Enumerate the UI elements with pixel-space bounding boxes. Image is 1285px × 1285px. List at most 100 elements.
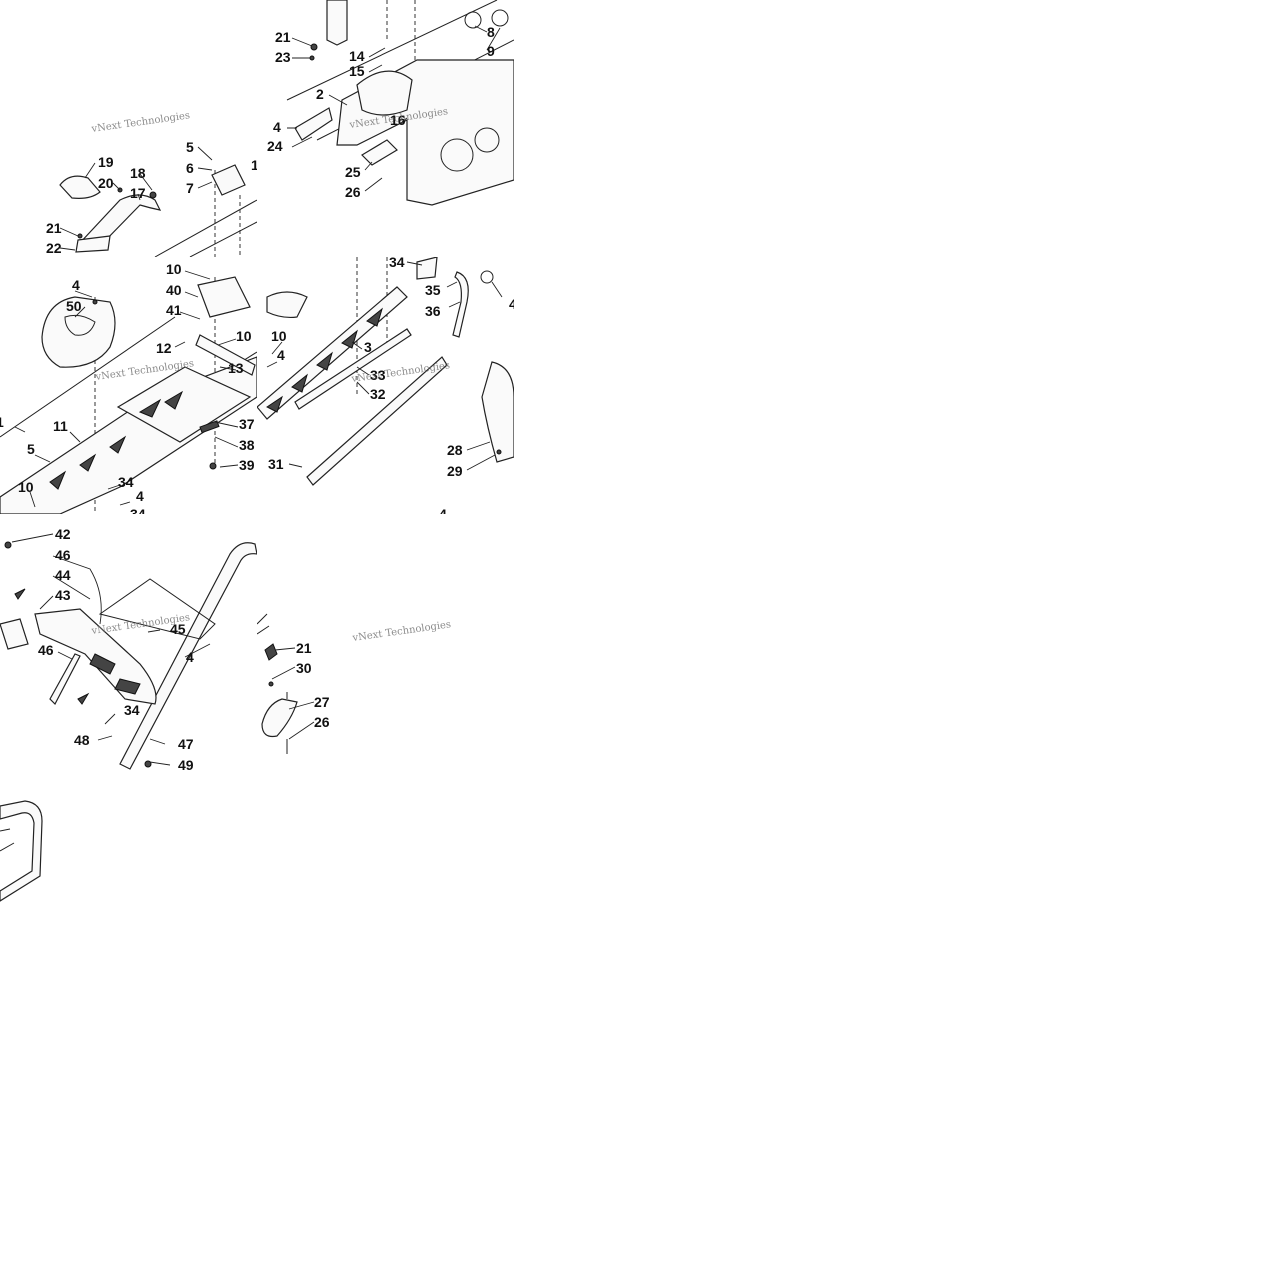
callout-label: 34	[124, 702, 140, 718]
callout-label: 4	[509, 296, 514, 312]
callout-leaders	[59, 146, 213, 251]
callout-label: 31	[268, 456, 284, 472]
end-cap-part	[59, 175, 101, 199]
callout-label: 16	[390, 112, 406, 128]
callout-label: 10	[271, 328, 287, 344]
callout-label: 39	[239, 457, 255, 473]
frame-line	[154, 199, 257, 257]
callout-leaders	[271, 647, 315, 740]
runner-plate-part	[481, 361, 514, 463]
callout-label: 6	[186, 160, 194, 176]
callout-label: 35	[425, 282, 441, 298]
tile-bottom-left: 42 46 44 43 45 46 4 34 48 47 49 vNext Te…	[0, 514, 257, 771]
callout-leaders	[11, 533, 211, 766]
callout-label: 25	[345, 164, 361, 180]
tile-top-right: 21 23 14 15 2 4 24 16 25 26 8 9 vNext Te…	[257, 0, 514, 257]
side-bracket-part	[294, 107, 333, 141]
callout-label: 4	[136, 488, 144, 504]
callout-label: 38	[239, 437, 255, 453]
bulkhead-part	[356, 70, 413, 116]
callout-label: 40	[166, 282, 182, 298]
rear-bumper-part	[326, 0, 348, 46]
callout-label: 12	[156, 340, 172, 356]
washer-part	[480, 270, 494, 284]
callout-leaders	[287, 25, 501, 192]
fastener-part	[144, 760, 152, 768]
screw-part	[268, 681, 274, 687]
callout-label: 42	[55, 526, 71, 542]
strap-part	[49, 653, 81, 706]
callout-label: 4	[72, 277, 80, 293]
callout-label: 14	[349, 48, 365, 64]
tile-top-right-drawing: 21 23 14 15 2 4 24 16 25 26 8 9 vNext Te…	[267, 0, 514, 206]
callout-label: 32	[370, 386, 386, 402]
callout-label: 29	[447, 463, 463, 479]
callout-label: 43	[55, 587, 71, 603]
fastener-part	[209, 462, 217, 470]
bumper-detail	[0, 828, 15, 852]
callout-label: 28	[447, 442, 463, 458]
callout-label: 34	[130, 506, 146, 514]
callout-label: 47	[178, 736, 194, 752]
center-line	[386, 0, 416, 115]
frame-edge	[257, 613, 270, 635]
callout-label: 24	[267, 138, 283, 154]
callout-label: 49	[178, 757, 194, 771]
tile-top-left-drawing: 19 20 18 17 21 22 5 6 7 1 vNext Technolo…	[46, 110, 257, 257]
callout-label: 46	[38, 642, 54, 658]
nut-part	[310, 43, 318, 51]
callout-label: 45	[170, 621, 186, 637]
callout-label: 17	[130, 185, 146, 201]
callout-label: 33	[370, 367, 386, 383]
callout-label: 44	[55, 567, 71, 583]
rear-rail-part	[119, 542, 257, 770]
bumper-corner-part	[0, 800, 43, 902]
callout-label: 21	[46, 220, 62, 236]
watermark: vNext Technologies	[351, 619, 452, 644]
callout-label: 4	[439, 506, 447, 514]
nut-part	[149, 191, 157, 199]
handle-part	[76, 194, 162, 247]
handle-base-part	[75, 235, 111, 253]
callout-label: 34	[118, 474, 134, 490]
rail-cutouts	[266, 307, 383, 413]
tile-middle-right: 34 35 36 4 10 4 3 33 32 31 28 29 4 vNext…	[257, 257, 514, 514]
tile-middle-left-drawing: 10 40 4 50 41 12 10 13 1 11 5 37 38 39 3…	[0, 261, 257, 514]
clip-part	[199, 420, 220, 434]
tile-middle-right-drawing: 34 35 36 4 10 4 3 33 32 31 28 29 4 vNext…	[257, 257, 514, 514]
callout-label: 7	[186, 180, 194, 196]
callout-label: 36	[425, 303, 441, 319]
callout-label: 2	[316, 86, 324, 102]
callout-label: 3	[364, 339, 372, 355]
step-plate-part	[261, 698, 298, 738]
fastener-part	[496, 449, 502, 455]
tile-bottom-left-drawing: 42 46 44 43 45 46 4 34 48 47 49 vNext Te…	[0, 526, 257, 771]
mount-bracket-part	[197, 276, 251, 318]
callout-label: 34	[389, 257, 405, 270]
foot-plate-part	[361, 139, 398, 166]
callout-label: 37	[239, 416, 255, 432]
flap-ribs	[89, 653, 141, 695]
screw-part	[77, 233, 83, 239]
tube-part	[294, 328, 412, 410]
callout-label: 5	[27, 441, 35, 457]
knob-part	[491, 9, 509, 27]
flap-panel-part	[116, 366, 252, 443]
bumper-tube-part	[306, 356, 448, 486]
callout-label: 48	[74, 732, 90, 748]
callout-label: 18	[130, 165, 146, 181]
tile-lower-partial	[0, 771, 257, 921]
callout-label: 21	[296, 640, 312, 656]
tile-middle-left: 10 40 4 50 41 12 10 13 1 11 5 37 38 39 3…	[0, 257, 257, 514]
callout-leaders	[266, 261, 503, 471]
callout-label: 22	[46, 240, 62, 256]
guide-outline	[98, 578, 216, 640]
callout-label: 1	[0, 414, 4, 430]
tile-bottom-right: 21 30 27 26 vNext Technologies	[257, 514, 514, 771]
grip-part	[266, 291, 308, 319]
arrow-marker	[14, 588, 90, 705]
callout-label: 20	[98, 175, 114, 191]
callout-label: 50	[66, 298, 82, 314]
callout-leaders	[14, 270, 239, 508]
